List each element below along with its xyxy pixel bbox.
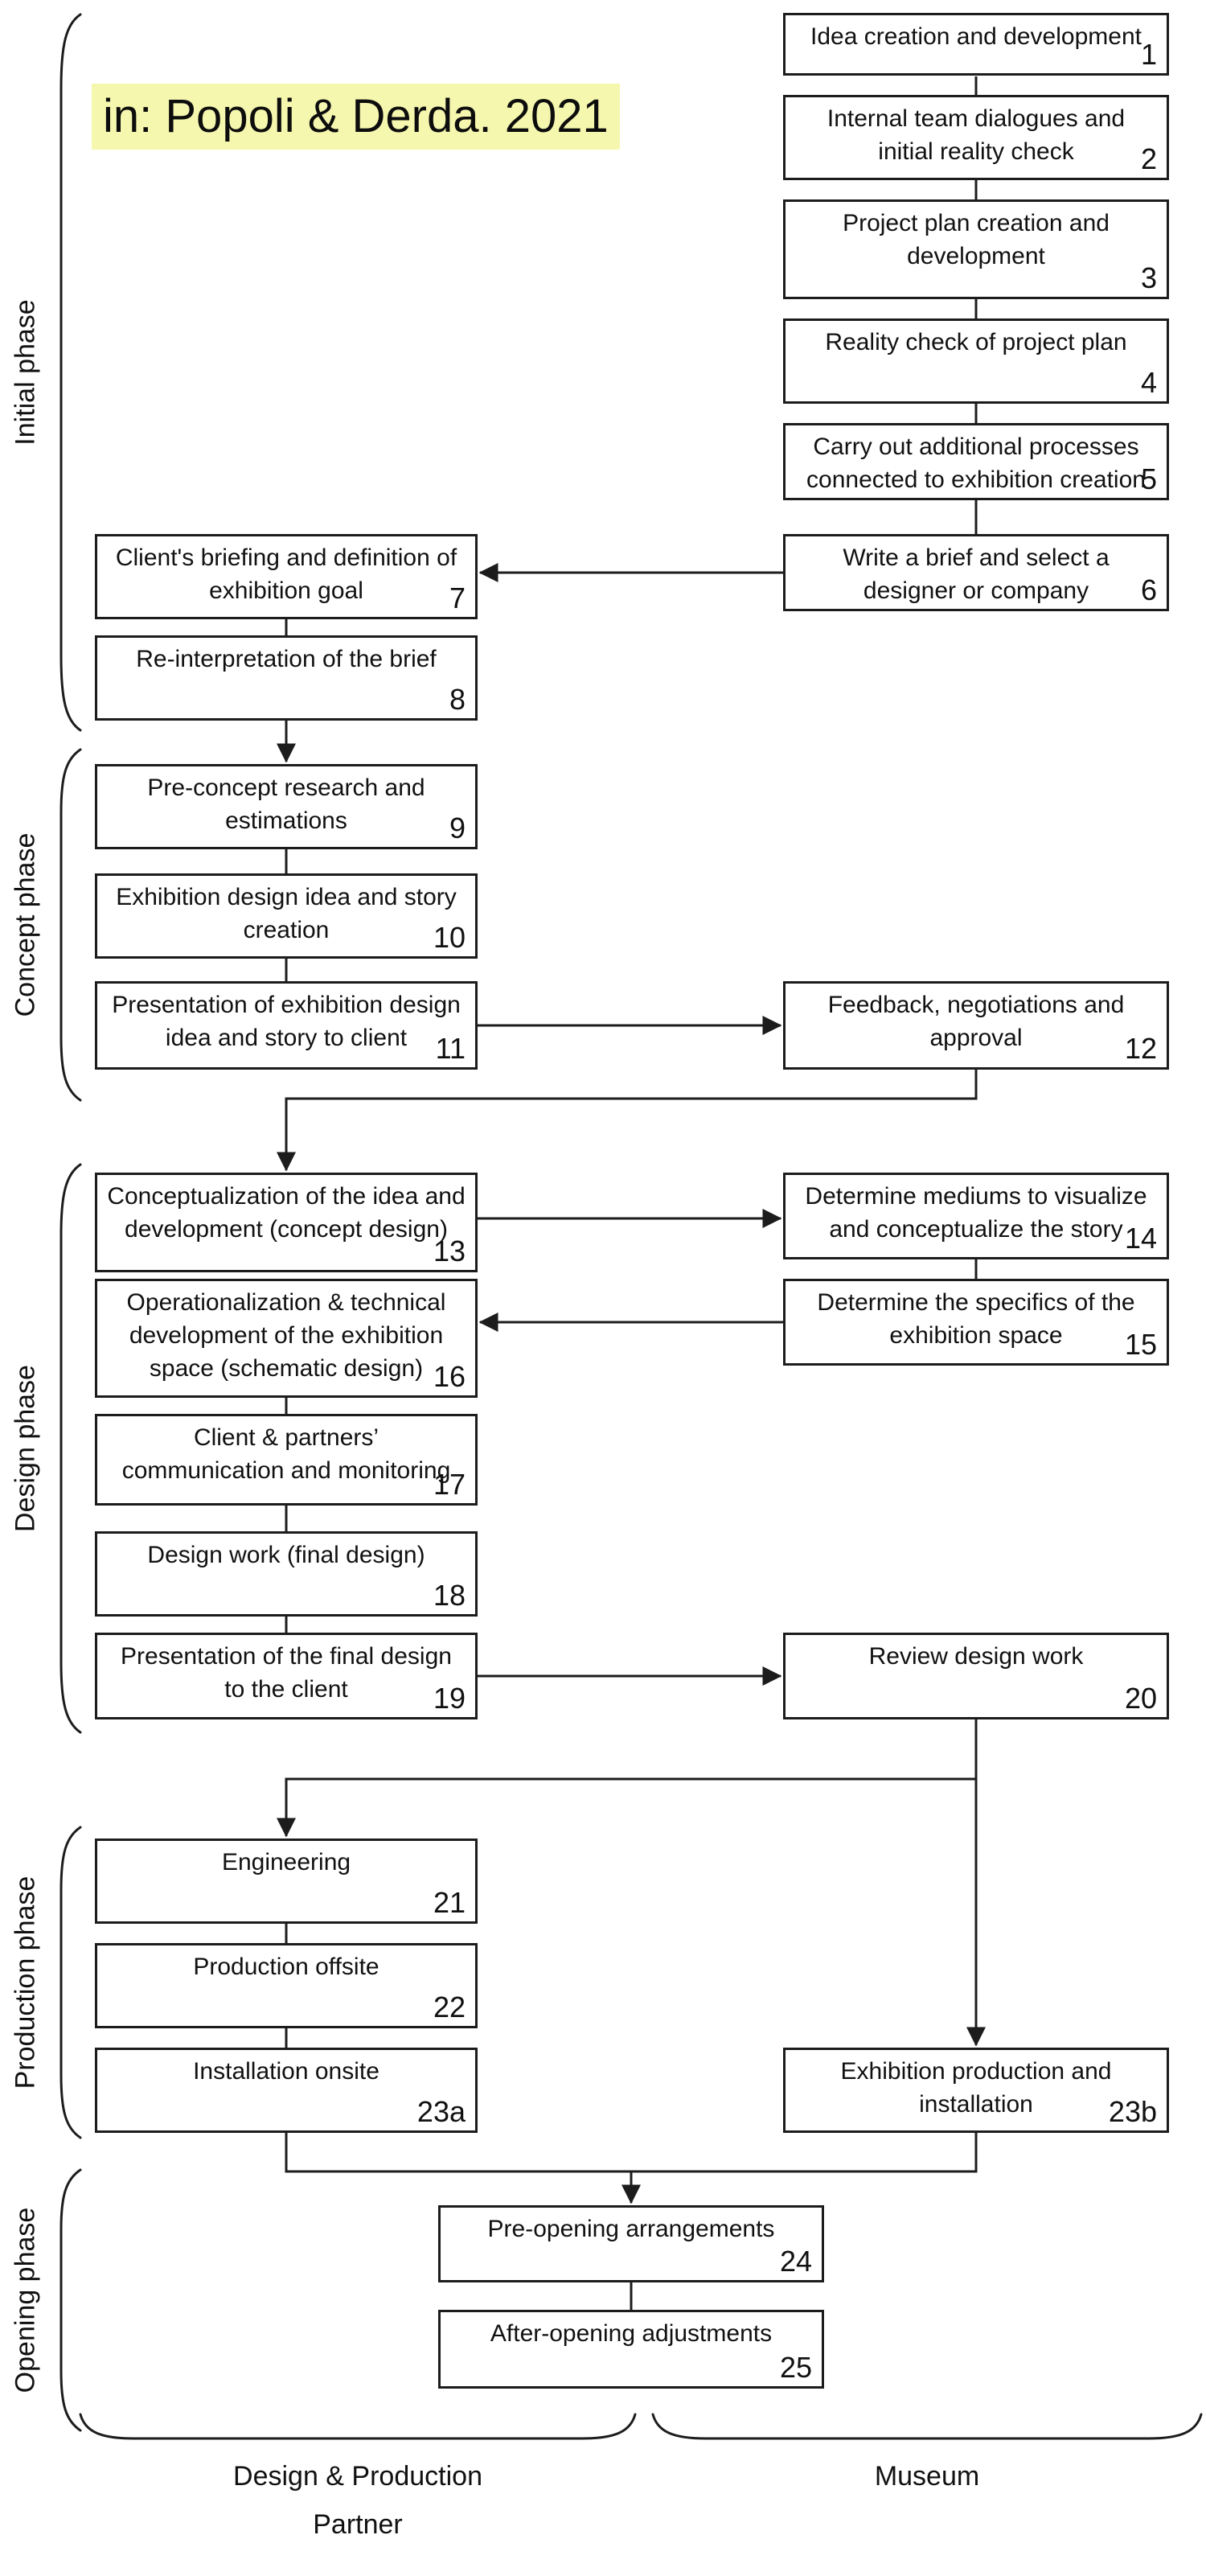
flow-box-2: Internal team dialogues and initial real…	[783, 95, 1169, 180]
flow-box-text: Presentation of exhibition design idea a…	[112, 992, 461, 1051]
flow-box-number: 21	[433, 1886, 466, 1919]
flow-box-text: Feedback, negotiations and approval	[827, 992, 1125, 1051]
flow-box-number: 5	[1140, 462, 1157, 495]
flow-box-number: 18	[433, 1579, 466, 1612]
connector-merge-23a-23b	[285, 2133, 978, 2173]
flow-box-number: 10	[433, 921, 466, 954]
flow-box-text: Determine mediums to visualize and conce…	[805, 1183, 1147, 1243]
flow-box-number: 6	[1140, 573, 1157, 606]
flow-box-21: Engineering 21	[95, 1839, 478, 1924]
flow-box-text: Internal team dialogues and initial real…	[827, 105, 1126, 165]
flow-box-7: Client's briefing and definition of exhi…	[95, 534, 478, 619]
flow-box-number: 17	[433, 1468, 466, 1501]
citation-title: in: Popoli & Derda. 2021	[92, 84, 620, 150]
flow-box-text: Idea creation and development	[810, 23, 1142, 50]
flow-box-11: Presentation of exhibition design idea a…	[95, 981, 478, 1070]
flow-box-text: Carry out additional processes connected…	[806, 433, 1146, 493]
bottom-brace-partner	[79, 2413, 637, 2440]
flow-box-text: Installation onsite	[193, 2058, 379, 2085]
flow-box-text: Project plan creation and development	[843, 210, 1110, 269]
actor-label-design-production-partner: Design & Production Partner	[233, 2461, 482, 2540]
flow-box-number: 3	[1140, 261, 1157, 294]
flow-box-number: 14	[1124, 1222, 1157, 1255]
flow-box-number: 11	[435, 1032, 466, 1065]
brace-production-phase	[59, 1826, 82, 2139]
flow-box-text: Review design work	[868, 1643, 1084, 1670]
phase-label-production: Production phase	[10, 1876, 41, 2089]
flow-box-number: 22	[433, 1991, 466, 2023]
flow-box-number: 7	[449, 581, 466, 614]
flow-box-text: Conceptualization of the idea and develo…	[107, 1183, 466, 1243]
phase-label-initial: Initial phase	[10, 299, 41, 446]
flow-box-number: 12	[1124, 1032, 1157, 1065]
flow-box-19: Presentation of the final design to the …	[95, 1633, 478, 1719]
flow-box-number: 25	[779, 2351, 812, 2384]
flow-box-text: After-opening adjustments	[490, 2320, 773, 2347]
flow-box-number: 24	[779, 2245, 812, 2278]
flow-box-number: 23a	[416, 2095, 466, 2128]
bottom-brace-museum	[651, 2413, 1203, 2440]
connector-20-21	[277, 1777, 976, 1838]
flow-box-17: Client & partners’ communication and mon…	[95, 1414, 478, 1506]
brace-opening-phase	[59, 2168, 82, 2432]
phase-label-opening: Opening phase	[10, 2207, 41, 2393]
flow-box-number: 9	[449, 811, 466, 844]
flow-box-text: Design work (final design)	[147, 1542, 425, 1568]
flow-box-text: Reality check of project plan	[825, 329, 1127, 355]
flow-box-text: Engineering	[221, 1849, 351, 1876]
flow-box-text: Client's briefing and definition of exhi…	[115, 544, 457, 604]
flow-box-22: Production offsite 22	[95, 1943, 478, 2028]
brace-design-phase	[59, 1163, 82, 1734]
flow-box-number: 23b	[1108, 2095, 1157, 2128]
flow-box-text: Operationalization & technical developme…	[126, 1289, 446, 1382]
flow-box-number: 1	[1140, 38, 1157, 71]
flow-box-10: Exhibition design idea and story creatio…	[95, 873, 478, 959]
flow-box-text: Presentation of the final design to the …	[121, 1643, 452, 1703]
flow-box-5: Carry out additional processes connected…	[783, 423, 1169, 500]
flow-box-number: 4	[1140, 366, 1157, 399]
brace-concept-phase	[59, 748, 82, 1102]
flow-box-text: Write a brief and select a designer or c…	[843, 544, 1110, 604]
flow-box-3: Project plan creation and development 3	[783, 199, 1169, 299]
connector-12-13	[277, 1070, 978, 1172]
flow-box-13: Conceptualization of the idea and develo…	[95, 1173, 478, 1272]
flow-box-23a: Installation onsite 23a	[95, 2048, 478, 2133]
phase-label-concept: Concept phase	[10, 832, 41, 1017]
brace-initial-phase	[59, 13, 82, 732]
flow-box-text: Pre-concept research and estimations	[147, 774, 425, 834]
flow-box-6: Write a brief and select a designer or c…	[783, 534, 1169, 611]
flow-box-number: 8	[449, 683, 466, 716]
flow-box-number: 15	[1124, 1328, 1157, 1361]
flow-box-text: Determine the specifics of the exhibitio…	[817, 1289, 1135, 1349]
flow-box-number: 13	[433, 1235, 466, 1267]
flow-box-20: Review design work 20	[783, 1633, 1169, 1719]
flow-box-15: Determine the specifics of the exhibitio…	[783, 1279, 1169, 1366]
flow-box-number: 20	[1124, 1682, 1157, 1715]
flow-box-number: 16	[433, 1360, 466, 1393]
flow-box-8: Re-interpretation of the brief 8	[95, 635, 478, 721]
phase-label-design: Design phase	[10, 1365, 41, 1532]
flow-box-9: Pre-concept research and estimations 9	[95, 764, 478, 849]
flow-box-text: Client & partners’ communication and mon…	[121, 1424, 451, 1484]
flow-box-text: Re-interpretation of the brief	[136, 646, 437, 672]
flow-box-text: Pre-opening arrangements	[487, 2216, 775, 2242]
flow-box-number: 19	[433, 1682, 466, 1715]
flow-box-text: Exhibition design idea and story creatio…	[116, 884, 457, 943]
flow-box-text: Exhibition production and installation	[840, 2058, 1112, 2118]
flow-box-text: Production offsite	[193, 1954, 379, 1980]
flow-box-18: Design work (final design) 18	[95, 1531, 478, 1617]
flow-box-number: 2	[1140, 142, 1157, 175]
flow-box-14: Determine mediums to visualize and conce…	[783, 1173, 1169, 1259]
flow-box-4: Reality check of project plan 4	[783, 318, 1169, 404]
actor-label-museum: Museum	[874, 2461, 980, 2492]
flow-box-16: Operationalization & technical developme…	[95, 1279, 478, 1398]
